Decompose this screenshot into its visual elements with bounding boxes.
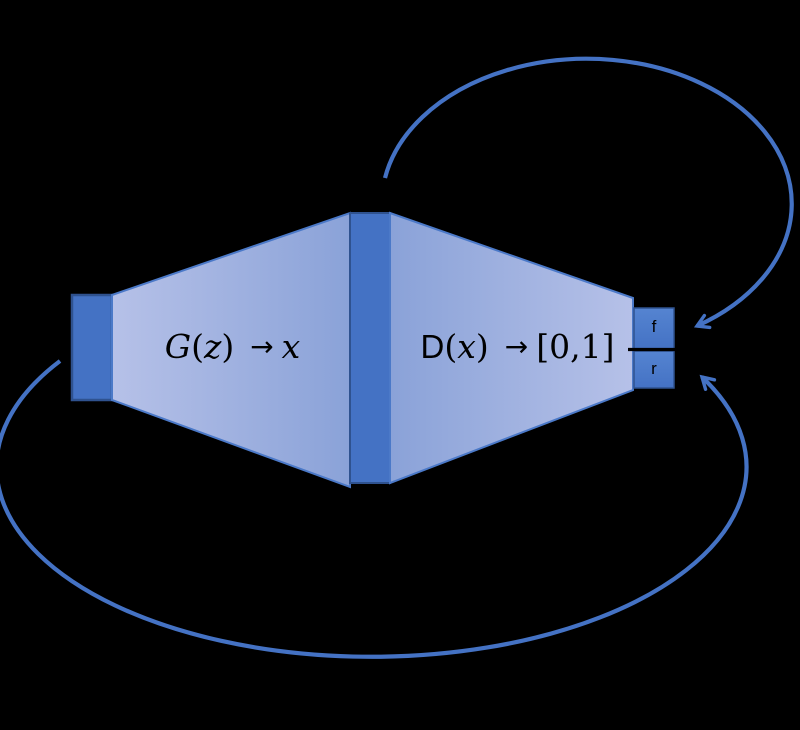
discriminator-trapezoid xyxy=(389,211,634,485)
output-cell-fake xyxy=(633,307,675,350)
generated-sample-layer-bar xyxy=(349,212,391,484)
noise-input-block xyxy=(70,293,114,402)
output-cell-real xyxy=(633,350,675,389)
feedback-arrow-top xyxy=(382,56,794,330)
feedback-arrow-bottom xyxy=(0,359,749,659)
generator-trapezoid xyxy=(111,211,351,489)
